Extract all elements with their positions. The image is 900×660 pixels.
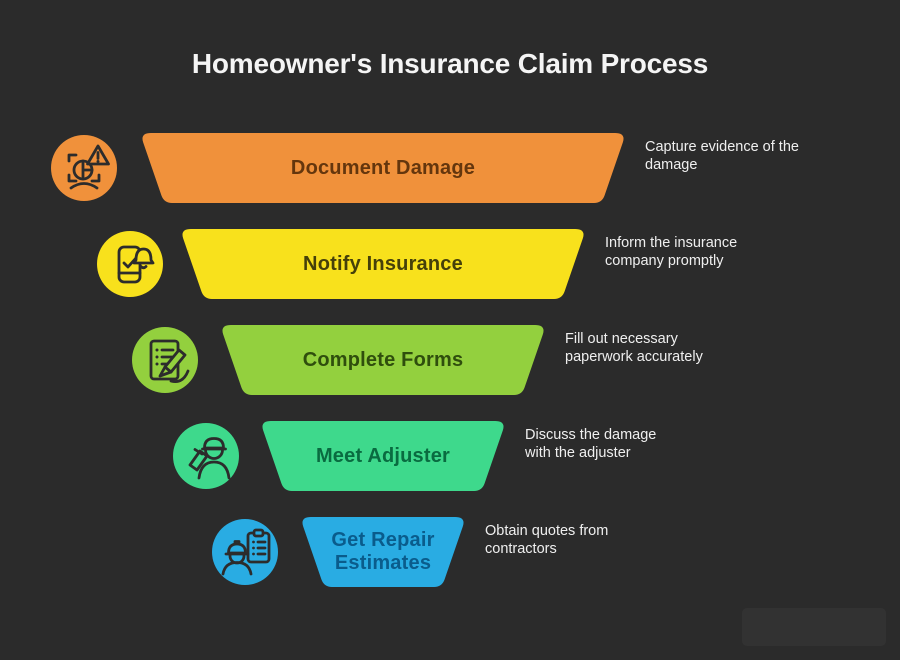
page-title: Homeowner's Insurance Claim Process <box>191 48 709 79</box>
funnel-bar-notify-insurance: Notify Insurance <box>180 229 586 299</box>
contractor-estimate-icon <box>211 518 279 586</box>
step-label: Notify Insurance <box>303 252 463 275</box>
step-caption: Capture evidence of the damage <box>645 139 799 173</box>
step-caption: Obtain quotes from contractors <box>485 523 609 557</box>
funnel-bar-complete-forms: Complete Forms <box>220 325 546 395</box>
watermark-box <box>742 608 886 646</box>
step-caption: Inform the insurance company promptly <box>605 235 738 269</box>
step-caption: Fill out necessary paperwork accurately <box>565 331 703 365</box>
phone-notification-icon <box>96 230 164 298</box>
step-label: Get Repair Estimates <box>331 529 435 574</box>
form-writing-icon <box>131 326 199 394</box>
step-label: Complete Forms <box>302 348 464 371</box>
adjuster-meeting-icon <box>172 422 240 490</box>
step-caption: Discuss the damage with the adjuster <box>525 427 657 461</box>
step-label: Document Damage <box>290 156 476 179</box>
step-label: Meet Adjuster <box>315 444 451 467</box>
damage-detection-icon <box>50 134 118 202</box>
funnel-bar-get-repair-estimates: Get Repair Estimates <box>300 517 466 587</box>
funnel-bar-meet-adjuster: Meet Adjuster <box>260 421 506 491</box>
funnel-bar-document-damage: Document Damage <box>140 133 626 203</box>
